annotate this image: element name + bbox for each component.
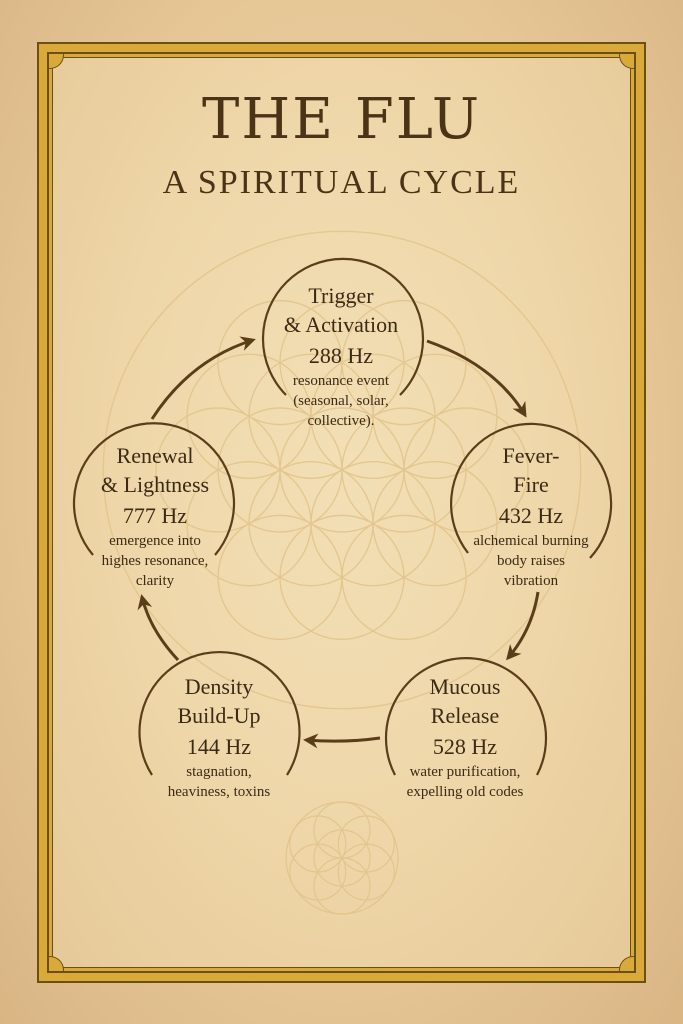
stage-name: Fever- [502,443,560,468]
arrow-trigger-to-fever [426,339,527,418]
arrow-renewal-to-trigger [150,336,256,420]
stage-description: emergence into [109,533,201,549]
stage-circle-renewal [72,422,236,556]
pattern-circle [372,353,498,480]
stage-name: Release [430,703,500,728]
seed-of-life-emblem [285,801,399,915]
stage-frequency: 777 Hz [122,503,188,528]
arrow-density-to-renewal [137,594,180,662]
stage-description: alchemical burning [473,533,589,549]
stage-description: body raises [497,553,565,569]
stage-renewal-lightness: Renewal & Lightness 777 Hz emergence int… [70,441,240,591]
stage-description: highes resonance, [101,553,209,569]
stage-name: Trigger [308,283,374,308]
pattern-outer-ring [102,230,582,710]
stage-name: & Activation [283,312,399,337]
stage-description: water purification, [409,764,521,780]
arrow-mucous-to-density [303,733,381,749]
stage-frequency: 432 Hz [498,503,564,528]
stage-description: vibration [503,573,559,589]
stage-description: resonance event [292,373,390,389]
parchment-panel [52,57,631,968]
stage-circle-trigger [261,257,425,396]
stage-description: (seasonal, solar, [293,393,389,409]
stage-name: & Lightness [100,472,210,497]
stage-description: expelling old codes [406,784,524,800]
emblem-circle [337,815,395,873]
stage-frequency: 528 Hz [432,734,498,759]
stage-mucous-release: Mucous Release 528 Hz water purification… [380,672,550,802]
gold-frame-inner [47,52,636,973]
arrow-fever-to-mucous [506,591,540,661]
stage-frequency: 144 Hz [186,734,252,759]
stage-fever-fire: Fever- Fire 432 Hz alchemical burning bo… [446,441,616,591]
stage-name: Fire [513,472,549,497]
stage-circle-density [138,650,301,776]
stage-name: Mucous [429,674,501,699]
page-title: THE FLU [201,87,482,152]
stage-description: clarity [135,573,175,589]
stage-circle-mucous [384,657,548,776]
stage-trigger-activation: Trigger & Activation 288 Hz resonance ev… [256,281,426,431]
gold-frame [37,42,646,983]
stage-density-buildup: Density Build-Up 144 Hz stagnation, heav… [134,672,304,802]
frame-corner-ornament [619,956,634,971]
stage-frequency: 288 Hz [308,343,374,368]
flower-of-life-pattern [102,230,582,710]
stage-name: Renewal [116,443,194,468]
page-subtitle: A SPIRITUAL CYCLE [162,164,521,201]
stage-description: heaviness, toxins [167,784,271,800]
stage-description: stagnation, [186,764,252,780]
stage-circle-fever [450,422,613,559]
stage-name: Build-Up [177,703,261,728]
stage-name: Density [184,674,254,699]
stage-description: collective). [307,413,375,429]
